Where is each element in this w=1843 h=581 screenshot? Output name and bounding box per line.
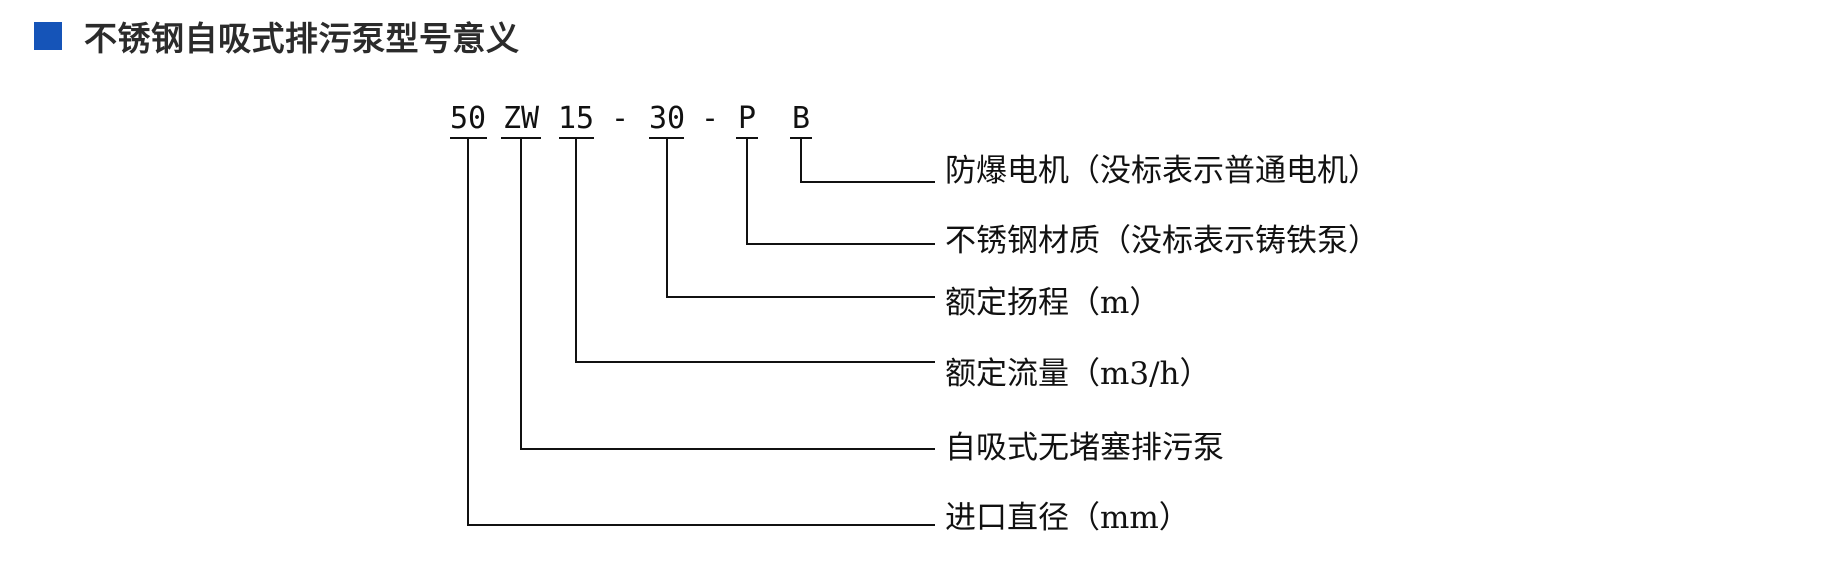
code-part-type: ZW xyxy=(503,101,540,136)
leader-head xyxy=(666,138,935,298)
code-part-material: P xyxy=(738,101,756,136)
leader-diameter xyxy=(467,138,935,526)
code-part-diameter: 50 xyxy=(450,101,486,136)
section-header: 不锈钢自吸式排污泵型号意义 xyxy=(34,12,520,60)
code-part-dash-2: - xyxy=(701,101,719,136)
code-part-motor: B xyxy=(792,101,810,136)
leader-type xyxy=(520,138,935,450)
label-motor: 防爆电机（没标表示普通电机） xyxy=(945,153,1379,189)
section-title: 不锈钢自吸式排污泵型号意义 xyxy=(84,19,520,58)
label-head: 额定扬程（m） xyxy=(945,285,1160,321)
label-type: 自吸式无堵塞排污泵 xyxy=(945,430,1224,466)
code-part-head: 30 xyxy=(649,101,685,136)
label-diameter: 进口直径（mm） xyxy=(945,500,1190,536)
section-marker-icon xyxy=(34,22,62,50)
label-flow: 额定流量（m3/h） xyxy=(945,356,1211,392)
leader-material xyxy=(746,138,935,245)
label-material: 不锈钢材质（没标表示铸铁泵） xyxy=(945,223,1379,259)
leader-flow xyxy=(575,138,935,363)
code-part-dash-1: - xyxy=(611,101,629,136)
leader-motor xyxy=(800,138,935,183)
code-part-flow: 15 xyxy=(558,101,594,136)
